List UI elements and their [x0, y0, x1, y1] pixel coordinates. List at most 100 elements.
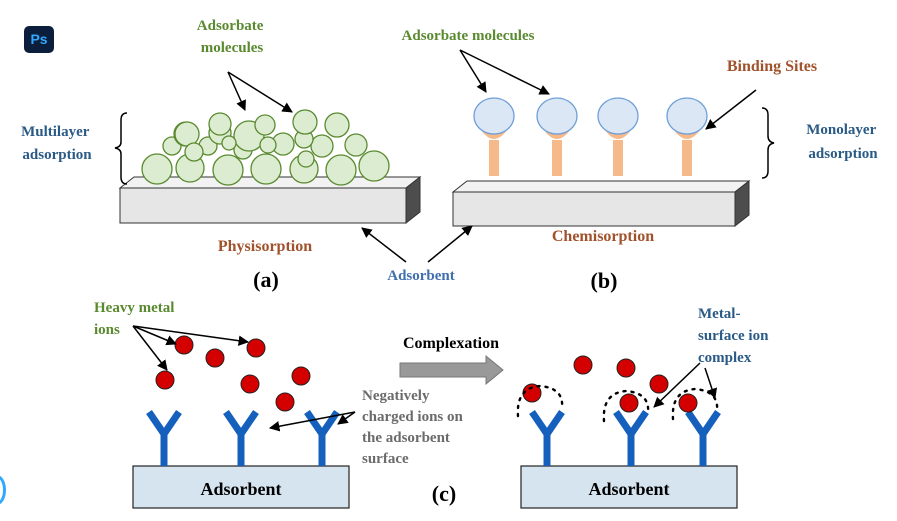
complex-outline [671, 387, 719, 421]
adsorbate-molecule [254, 114, 276, 136]
complex-outline [602, 389, 650, 423]
adsorbate-molecule [473, 97, 515, 135]
monolayer-brace [761, 107, 775, 179]
arrow-to-molecules-2 [227, 71, 293, 113]
adsorbate-molecule [174, 121, 200, 147]
receptor-arm-left [613, 410, 634, 436]
arrow-to-complex-2 [704, 367, 717, 399]
physisorption-label: Physisorption [218, 238, 312, 255]
metal-ion [205, 348, 225, 368]
receptor-arm-right [238, 410, 259, 436]
receptor-icon [613, 410, 649, 466]
receptor-arm-left [685, 410, 706, 436]
complex-outline [516, 384, 564, 418]
metal-ion [649, 374, 669, 394]
arrow-to-ion-2 [132, 325, 177, 346]
binding-site [536, 97, 578, 176]
adsorbent-base-right [520, 465, 738, 509]
complexation-arrow [399, 354, 504, 386]
arrow-to-ion-1 [132, 325, 168, 371]
adsorbate-molecule [208, 112, 232, 136]
adsorbate-molecule [358, 150, 390, 182]
multilayer-brace [114, 112, 128, 185]
arrow-to-receptor-2 [337, 411, 356, 425]
site-stem [489, 140, 499, 176]
adsorbate-molecule [221, 135, 237, 151]
panel-c: Adsorbent Adsorbent Heavy metal ions Com… [94, 300, 772, 509]
monolayer-label: Monolayer adsorption [806, 122, 879, 162]
adsorbent-base-right-label: Adsorbent [588, 479, 669, 499]
binding-site [597, 97, 639, 176]
multilayer-label: Multilayer adsorption [21, 124, 93, 163]
binding-sites-label: Binding Sites [727, 58, 817, 75]
adsorbate-molecule [324, 112, 350, 138]
caption-c: (c) [432, 481, 456, 506]
site-stem [613, 140, 623, 176]
adsorbate-label-b: Adsorbate molecules [402, 28, 535, 44]
metal-ion [174, 335, 194, 355]
receptor-arm-right [628, 410, 649, 436]
adsorbate-molecule [141, 153, 173, 185]
arrow-to-molecules-1 [227, 71, 246, 111]
adsorbate-molecule [344, 133, 368, 157]
receptor-icon [146, 410, 182, 466]
arrow-to-adsorbate-b1 [459, 49, 487, 93]
metal-ion [291, 366, 311, 386]
metal-ion [678, 393, 698, 413]
receptor-arm-right [700, 410, 721, 436]
arrow-adsorbent-a [361, 227, 407, 263]
arrow-adsorbent-b [427, 225, 473, 263]
receptor-icon [529, 410, 565, 466]
arrow-to-complex-1 [653, 362, 701, 408]
metal-ion [573, 355, 593, 375]
adsorbate-molecule [666, 97, 708, 135]
site-stem [552, 140, 562, 176]
photoshop-app-icon[interactable]: Ps [24, 26, 54, 53]
site-stem [682, 140, 692, 176]
adsorbate-molecule [292, 109, 318, 135]
receptor-arm-left [529, 410, 550, 436]
panel-a: Adsorbate molecules Multilayer adsorptio… [21, 18, 422, 292]
binding-sites [473, 97, 708, 176]
adsorbate-molecule [212, 154, 244, 186]
adsorbent-label: Adsorbent [387, 268, 455, 284]
metal-ion [240, 374, 260, 394]
arrow-to-binding-site [705, 89, 757, 130]
receptor-arm-left [304, 410, 325, 436]
caption-a: (a) [253, 267, 279, 292]
complex-outlines [516, 384, 719, 423]
receptor-arm-right [544, 410, 565, 436]
metal-ion [246, 338, 266, 358]
adsorbate-molecule [184, 142, 204, 162]
receptor-arm-left [223, 410, 244, 436]
adsorbate-molecule [325, 154, 357, 186]
negative-ions-label: Negatively charged ions on the adsorbent… [362, 388, 467, 467]
receptor-icon [685, 410, 721, 466]
receptor-arm-right [161, 410, 182, 436]
receptor-icon [223, 410, 259, 466]
adsorbate-molecule [536, 97, 578, 135]
chemisorption-label: Chemisorption [552, 228, 654, 245]
complex-label: Metal- surface ion complex [698, 306, 772, 366]
adsorbent-base-left [132, 465, 350, 509]
adsorbate-molecule [310, 134, 334, 158]
heavy-metal-label: Heavy metal ions [94, 300, 178, 338]
panel-b: Adsorbate molecules Binding Sites Monola… [402, 28, 879, 293]
adsorbate-molecule [297, 150, 315, 168]
adsorbent-base-left-label: Adsorbent [200, 479, 281, 499]
binding-site [473, 97, 515, 176]
adsorbate-molecule [250, 153, 282, 185]
metal-ion [275, 392, 295, 412]
adsorbent-slab-b [451, 179, 751, 228]
complexation-label: Complexation [403, 335, 499, 352]
receptor-arm-left [146, 410, 167, 436]
adsorbate-molecule [597, 97, 639, 135]
adsorbate-molecules-a [141, 109, 390, 186]
caption-b: (b) [591, 268, 618, 293]
binding-site [666, 97, 708, 176]
adsorbate-molecule [259, 136, 277, 154]
metal-ions [155, 335, 698, 413]
metal-ion [619, 393, 639, 413]
metal-ion [155, 370, 175, 390]
